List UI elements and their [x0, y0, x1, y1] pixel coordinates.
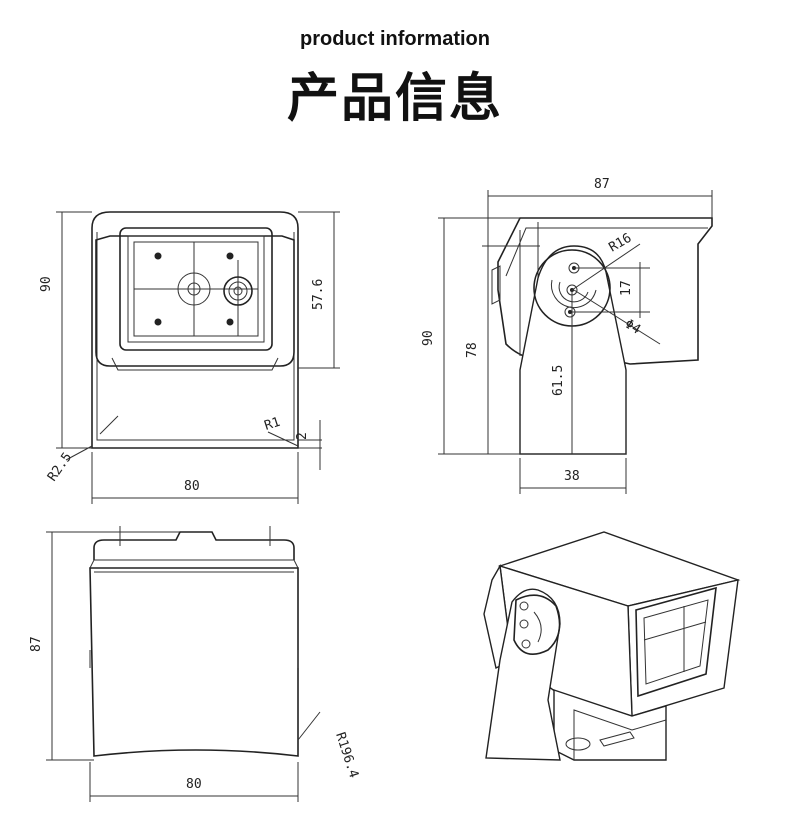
isometric-view [483, 531, 741, 761]
top-view: 87 80 R196.4 [29, 526, 361, 802]
side-height-label: 90 [421, 330, 436, 346]
front-view: 90 57.6 80 R1 2 R2.5 [39, 211, 340, 504]
title-english: product information [300, 28, 490, 50]
top-radius-label: R196.4 [332, 731, 361, 780]
side-slot-label: 17 [619, 280, 634, 296]
top-width-label: 80 [186, 777, 202, 792]
top-height-label: 87 [29, 636, 44, 652]
side-inner-height-label: 78 [465, 342, 480, 358]
side-base-width-label: 38 [564, 469, 580, 484]
side-radius-label: R16 [607, 231, 635, 256]
front-height-label: 90 [39, 276, 54, 292]
header: product information 产品信息 [0, 0, 790, 140]
title-chinese: 产品信息 [286, 69, 503, 129]
side-width-label: 87 [594, 177, 610, 192]
front-width-label: 80 [184, 479, 200, 494]
front-radius-small-label: R1 [263, 415, 283, 434]
side-hole-label: Φ4 [622, 317, 643, 338]
front-inner-height-label: 57.6 [311, 279, 326, 310]
front-radius-corner-label: R2.5 [45, 450, 75, 484]
side-view: 87 90 78 61.5 R16 17 Φ4 38 [421, 177, 713, 494]
front-offset-label: 2 [295, 432, 310, 440]
side-arm-height-label: 61.5 [551, 365, 566, 396]
